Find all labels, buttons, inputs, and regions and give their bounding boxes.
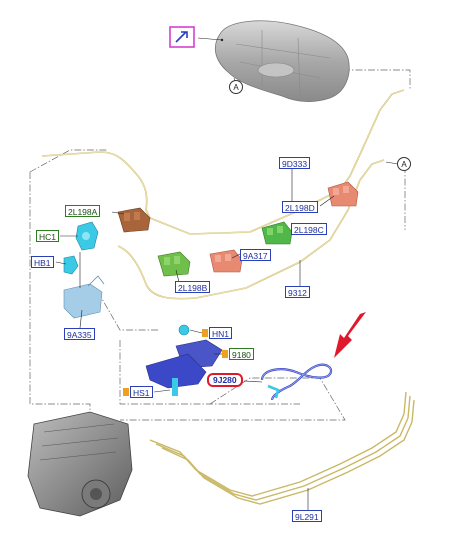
callout-9180[interactable]: 9180 [229, 348, 254, 360]
callout-hb1[interactable]: HB1 [31, 256, 54, 268]
reference-circle-a-right: A [397, 157, 411, 171]
connector-hn1-swatch [202, 329, 208, 337]
callout-9j280[interactable]: 9J280 [207, 373, 243, 387]
callout-hs1[interactable]: HS1 [130, 386, 153, 398]
clip-2l198b [157, 251, 191, 277]
view-direction-icon [169, 26, 195, 48]
connector-hs1-swatch [123, 388, 129, 396]
fuel-module-9180 [145, 324, 223, 396]
fuel-tank [214, 20, 350, 102]
bracket-9a335 [63, 275, 105, 319]
callout-9312[interactable]: 9312 [285, 286, 310, 298]
clip-2l198d [327, 181, 359, 207]
callout-2l198c[interactable]: 2L198C [291, 223, 327, 235]
clip-2l198a [117, 207, 151, 233]
clip-2l198c [261, 221, 293, 245]
callout-9l291[interactable]: 9L291 [292, 510, 322, 522]
callout-2l198a[interactable]: 2L198A [65, 205, 101, 217]
connector-hc1 [75, 221, 99, 251]
callout-9d333[interactable]: 9D333 [279, 157, 311, 169]
callout-hn1[interactable]: HN1 [209, 327, 233, 339]
callout-9a317[interactable]: 9A317 [240, 249, 271, 261]
lower-fuel-lines [149, 391, 415, 505]
clip-9a317 [209, 249, 243, 273]
callout-2l198b[interactable]: 2L198B [175, 281, 211, 293]
connector-9180-swatch [222, 350, 228, 358]
reference-circle-a-top: A [229, 80, 243, 94]
callout-hc1[interactable]: HC1 [36, 230, 60, 242]
engine-block [27, 411, 133, 517]
pointer-arrow-icon [334, 312, 366, 358]
callout-2l198d[interactable]: 2L198D [282, 201, 318, 213]
connector-hb1 [63, 255, 79, 275]
callout-9a335[interactable]: 9A335 [64, 328, 95, 340]
pipe-9j280 [260, 363, 333, 401]
